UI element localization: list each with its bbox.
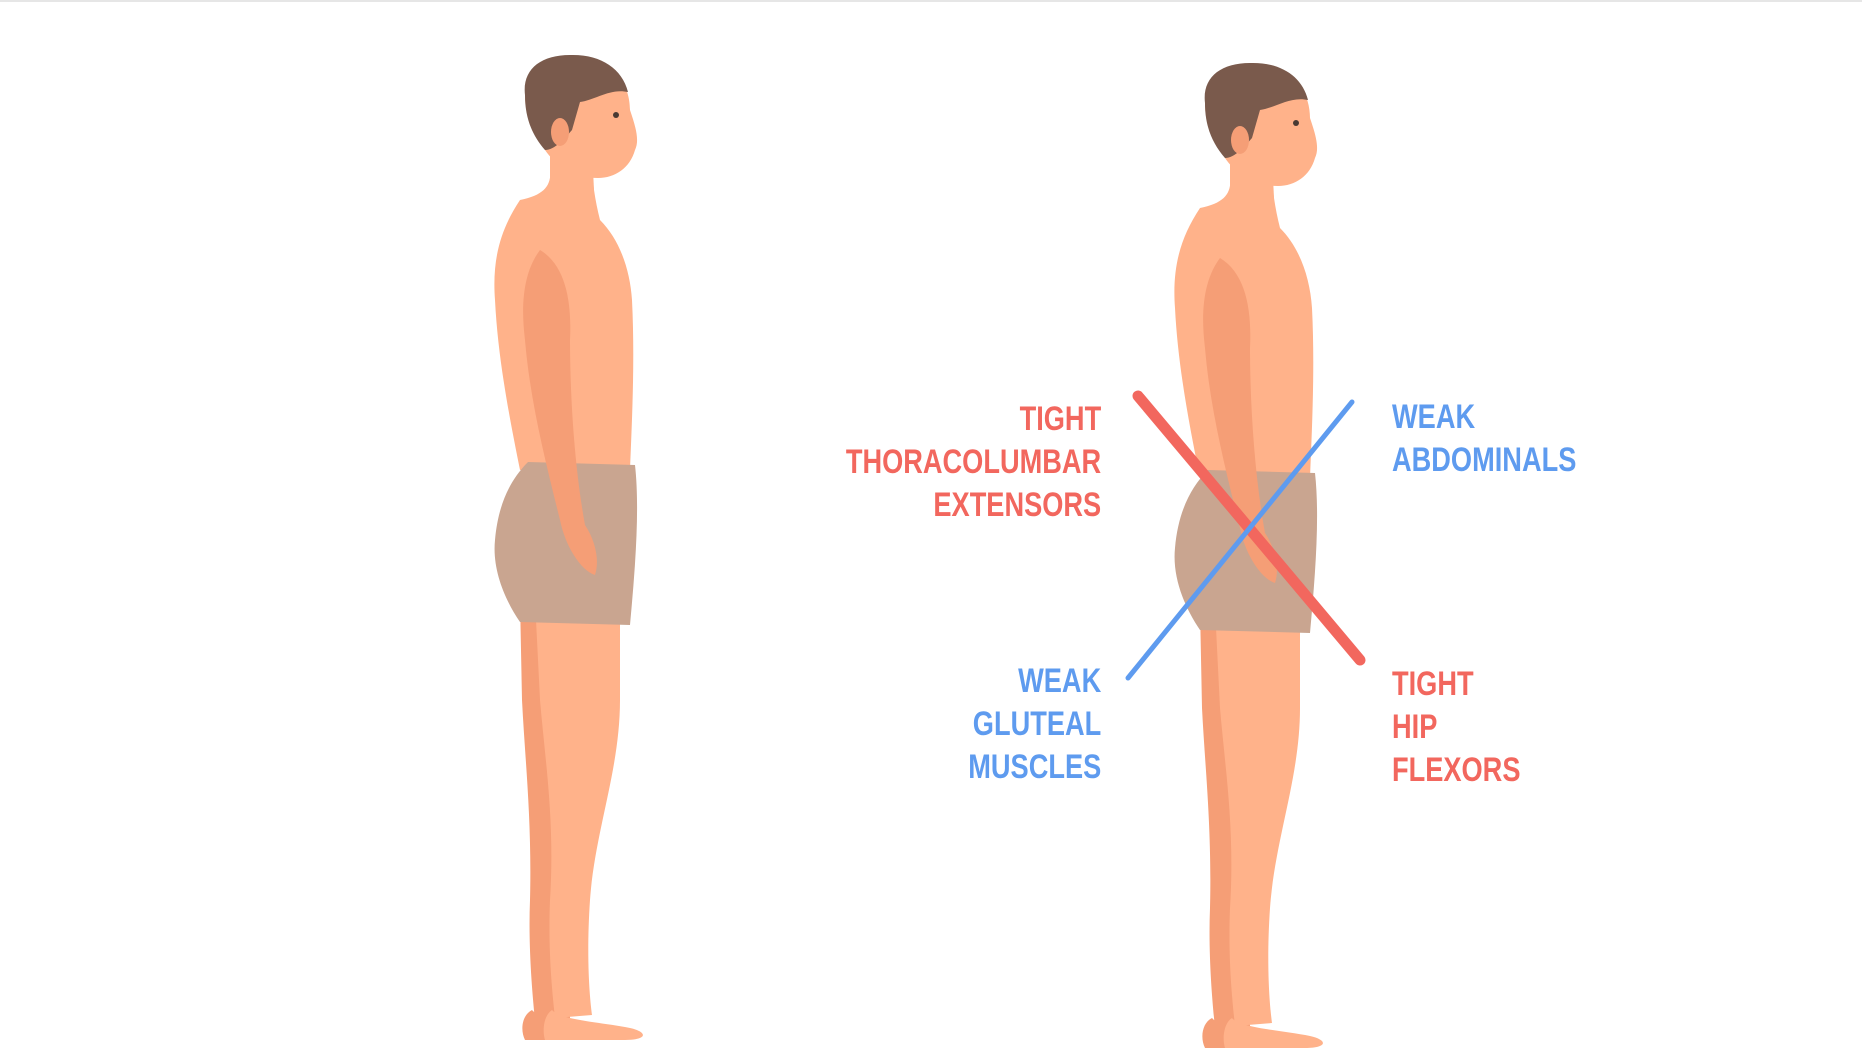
label-weak-abdominals: WEAK ABDOMINALS xyxy=(1392,396,1576,482)
label-line: GLUTEAL xyxy=(972,705,1101,743)
label-line: FLEXORS xyxy=(1392,751,1521,789)
label-weak-gluteal-muscles: WEAK GLUTEAL MUSCLES xyxy=(968,660,1101,789)
figure-crossed-icon xyxy=(1174,62,1323,1048)
top-divider xyxy=(0,0,1862,2)
label-tight-thoracolumbar-extensors: TIGHT THORACOLUMBAR EXTENSORS xyxy=(846,398,1101,527)
label-line: THORACOLUMBAR xyxy=(845,443,1101,481)
label-line: TIGHT xyxy=(1392,665,1474,703)
label-line: MUSCLES xyxy=(968,748,1101,786)
weak-line xyxy=(1125,399,1355,681)
label-line: ABDOMINALS xyxy=(1392,441,1577,479)
label-line: EXTENSORS xyxy=(933,486,1101,524)
label-tight-hip-flexors: TIGHT HIP FLEXORS xyxy=(1392,663,1520,792)
label-line: TIGHT xyxy=(1019,400,1101,438)
figure-normal-icon xyxy=(494,54,643,1040)
label-line: WEAK xyxy=(1017,662,1101,700)
label-line: WEAK xyxy=(1392,398,1476,436)
label-line: HIP xyxy=(1392,708,1438,746)
